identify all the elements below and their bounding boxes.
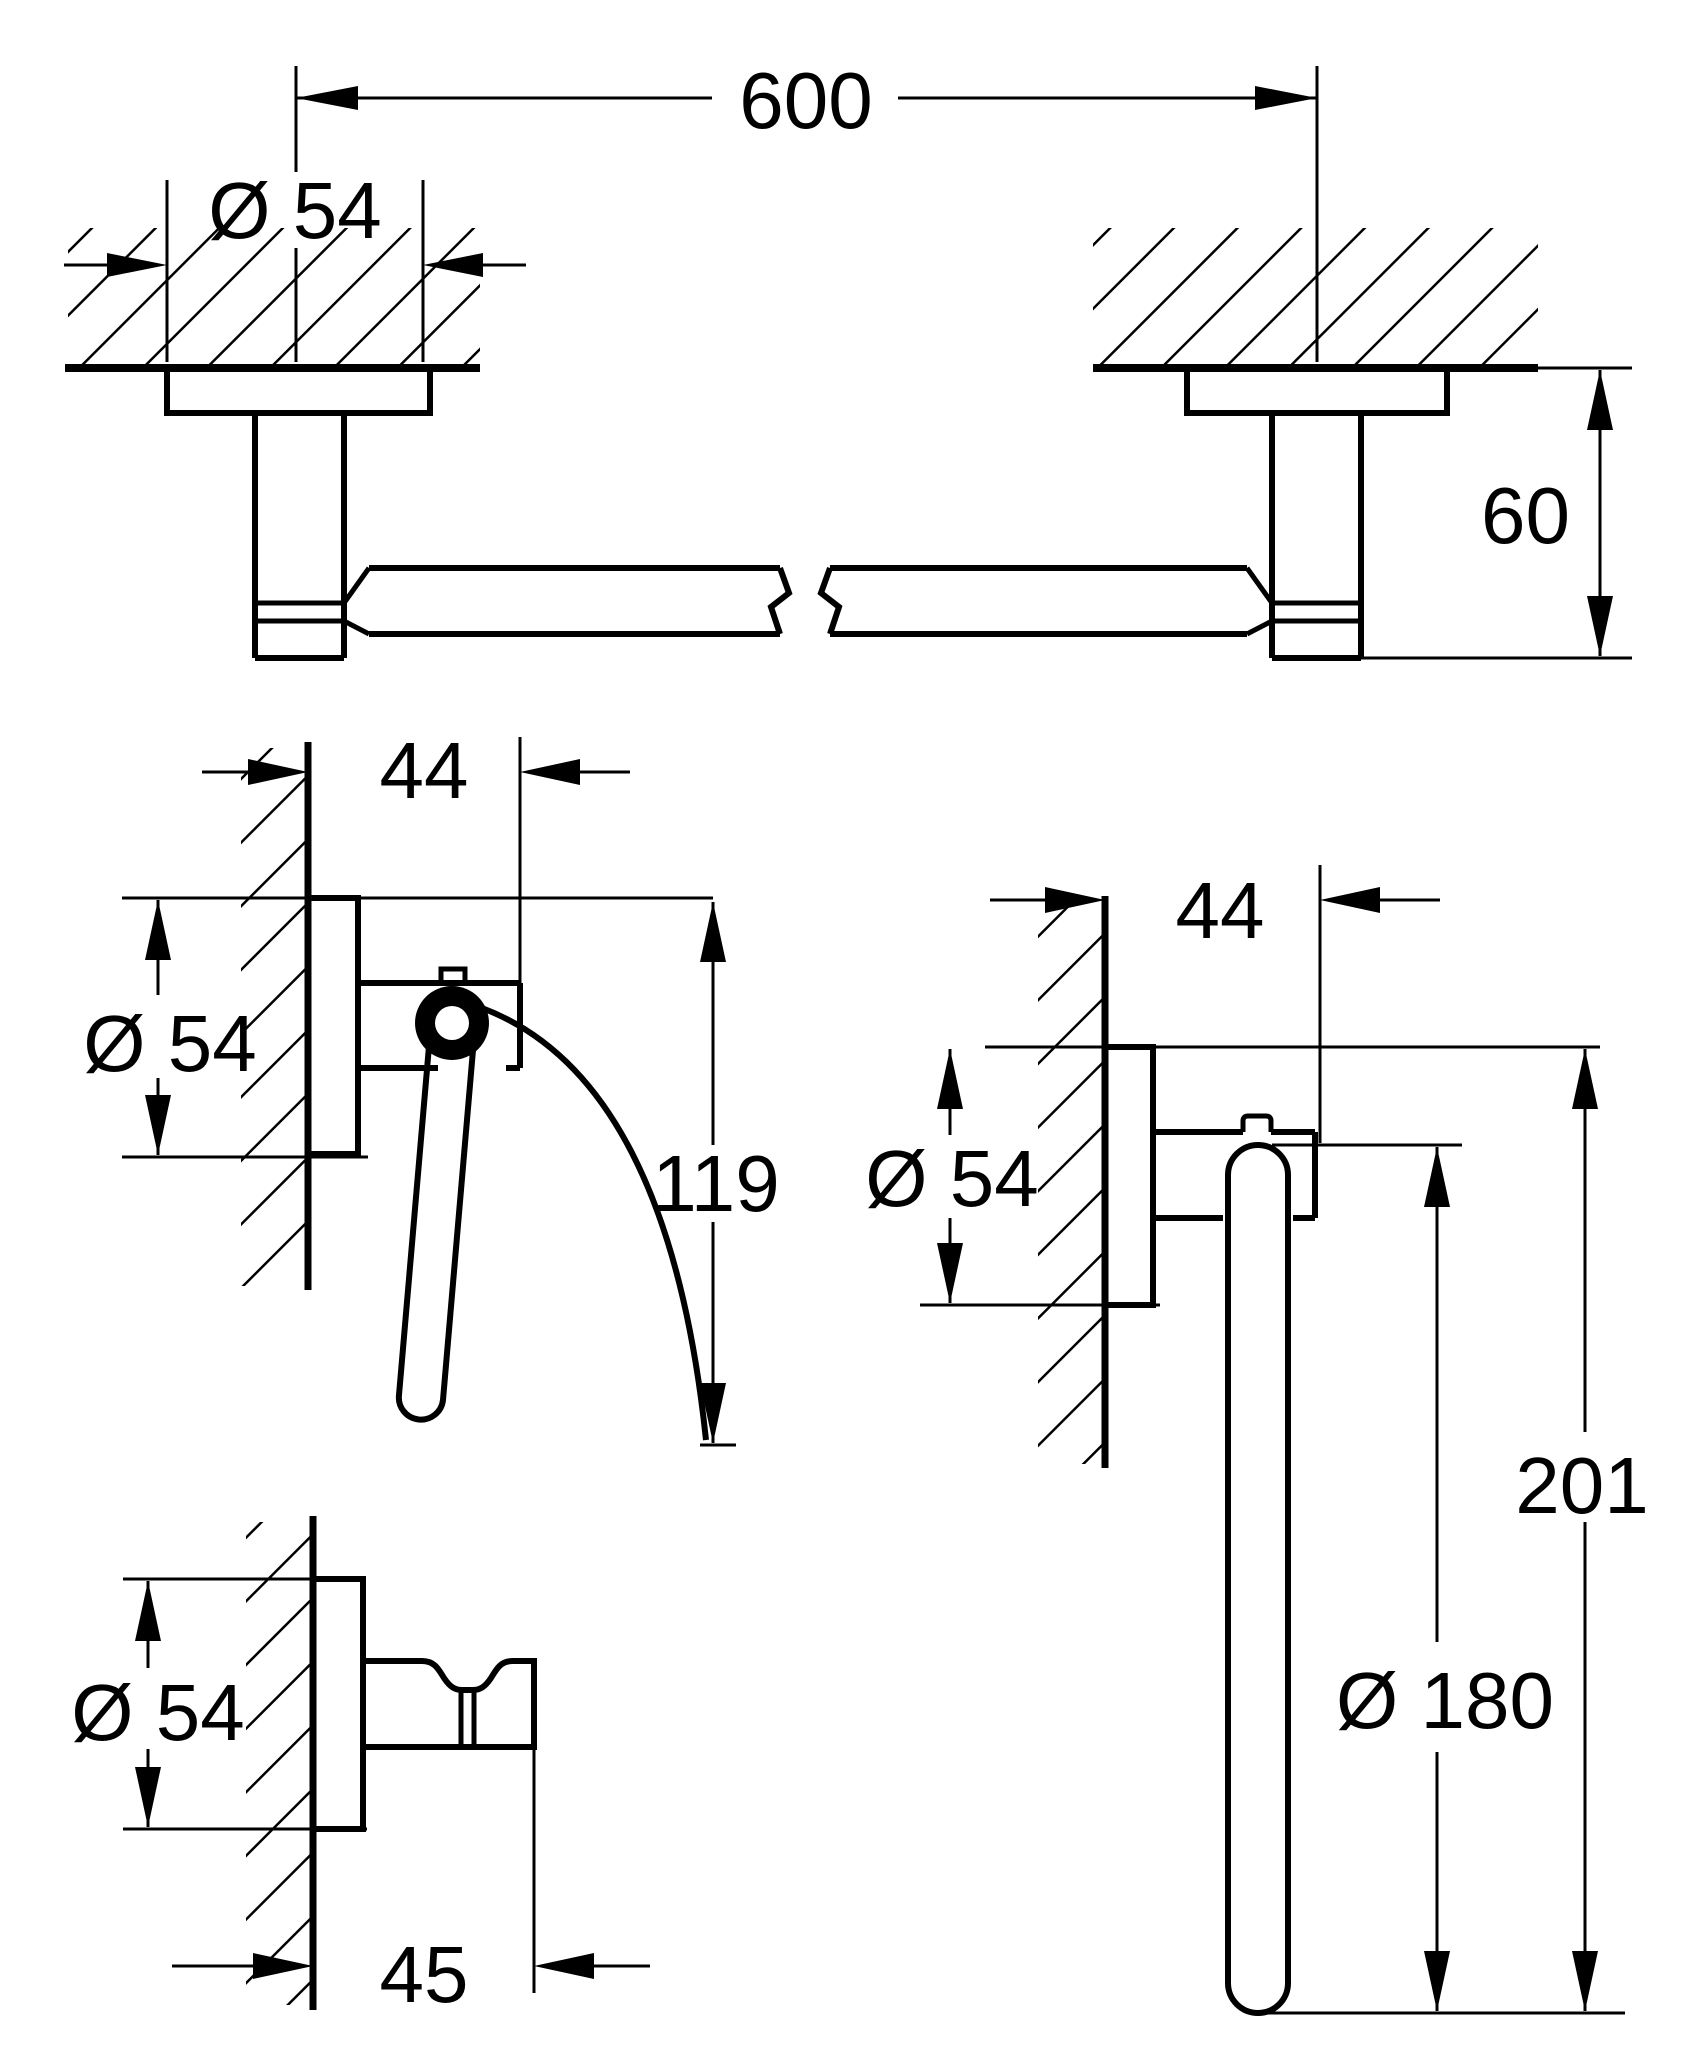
dim-hook-depth: 45 xyxy=(172,1750,650,2019)
dim-holder-flange: Ø 54 xyxy=(83,896,713,1159)
dim-label-bracket-height: 60 xyxy=(1481,471,1570,560)
left-bracket xyxy=(164,368,433,661)
dim-ring-depth: 44 xyxy=(990,865,1440,1143)
paper-rod xyxy=(395,1045,476,1423)
paper-holder-view: 44 Ø 54 119 xyxy=(83,726,780,1447)
wall-section xyxy=(1038,896,1109,1468)
dim-label-ring-depth: 44 xyxy=(1176,866,1265,955)
towel-bar-view: 600 Ø 54 60 xyxy=(64,56,1632,661)
dim-bracket-height: 60 xyxy=(1361,370,1632,660)
dim-holder-depth: 44 xyxy=(202,726,630,985)
dim-ring-diameter: Ø 180 xyxy=(1272,1143,1554,2011)
holder-body xyxy=(358,966,523,1071)
dim-label-holder-depth: 44 xyxy=(380,726,469,815)
towel-ring-view: 44 Ø 54 Ø 180 201 xyxy=(865,865,1649,2016)
ring-tube xyxy=(1225,1142,1291,2016)
hook-body xyxy=(363,1658,537,1750)
dim-bar-length: 600 xyxy=(294,56,1319,362)
right-bracket xyxy=(1184,368,1450,661)
dim-label-ring-diameter: Ø 180 xyxy=(1336,1656,1554,1745)
flange xyxy=(308,895,361,1157)
dim-label-holder-height: 119 xyxy=(652,1139,780,1228)
dim-bar-flange: Ø 54 xyxy=(64,166,526,362)
dim-label-bar-length: 600 xyxy=(739,56,872,145)
wall-section xyxy=(241,742,312,1290)
wall-section-right xyxy=(1093,228,1632,372)
flange xyxy=(313,1576,366,1832)
swing-arc xyxy=(480,1005,709,1441)
dim-ring-flange: Ø 54 xyxy=(865,1045,1600,1307)
dim-label-hook-flange: Ø 54 xyxy=(71,1668,244,1757)
dim-label-ring-flange: Ø 54 xyxy=(865,1134,1038,1223)
dim-label-ring-height: 201 xyxy=(1515,1441,1648,1530)
dim-label-bar-flange: Ø 54 xyxy=(208,166,381,255)
dim-hook-flange: Ø 54 xyxy=(71,1577,367,1831)
dim-label-hook-depth: 45 xyxy=(380,1930,469,2019)
dim-label-holder-flange: Ø 54 xyxy=(83,999,256,1088)
flange xyxy=(1105,1044,1156,1308)
wall-section xyxy=(246,1516,317,2010)
bar-rail xyxy=(369,565,1247,637)
robe-hook-view: Ø 54 45 xyxy=(71,1516,650,2019)
dim-ring-height: 201 xyxy=(1262,1049,1649,2015)
wall-section-left xyxy=(65,228,480,372)
dim-holder-height: 119 xyxy=(652,902,780,1447)
